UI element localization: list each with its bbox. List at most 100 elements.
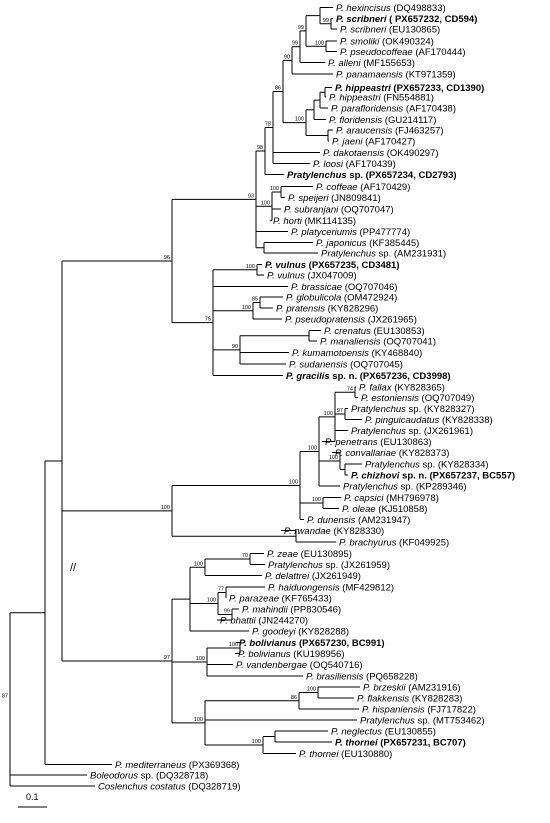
taxon-accession: (FN554881) [381,92,434,103]
taxon-name: P. dakotaensis [323,148,384,159]
taxon-label: P. coffeae (AF170429) [316,182,410,193]
taxon-name: P. bolivianus [239,638,296,649]
taxon-accession: (PX657230, BC991) [296,638,384,649]
taxon-label: Pratylenchus sp. (KY828334) [365,459,489,470]
taxon-label: P. zeae (EU130895) [267,549,352,560]
taxon-accession: (EU130880) [338,749,392,760]
taxon-accession: (PP477774) [357,227,410,238]
taxon-accession: sp. (PX657234, CD2793) [347,170,457,181]
support-value: 100 [196,656,205,662]
taxon-label: P. mediterraneus (PX369368) [115,760,239,771]
taxon-label: P. hispaniensis (FJ717822) [362,704,476,715]
taxon-accession: (PX657235, CD3481) [306,260,399,271]
taxon-label: P. oleae (KJ510858) [342,504,427,515]
taxon-accession: sp. n. (PX657237, BC557) [399,470,515,481]
taxon-label: P. dunensis (AM231947) [307,515,410,526]
taxon-accession: (OQ707046) [342,282,397,293]
taxon-label: P. hippeastri (FN554881) [329,92,434,103]
taxon-accession: (OQ540716) [307,660,362,671]
taxon-label: Pratylenchus sp. (KY828327) [351,404,475,415]
taxon-label: P. brzeskii (AM231916) [363,682,461,693]
taxon-accession: (OQ707045) [347,359,402,370]
taxon-label: Pratylenchus sp. (AM231931) [321,248,446,259]
taxon-accession: (AM231916) [406,682,461,693]
axis-break-mark: // [70,562,77,574]
taxon-name: P. japonicus [316,238,367,249]
taxon-accession: (KY828373) [396,448,449,459]
taxon-label: P. parazeae (KF765433) [229,593,332,604]
support-value: 100 [229,642,238,648]
taxon-name: P. thornei [299,749,339,760]
taxon-name: P. chizhovi [351,470,400,481]
taxon-accession: (KY828288) [296,626,349,637]
taxon-label: P. penetrans (EU130863) [325,437,432,448]
taxon-label: P. rwandae (KY828330) [284,526,384,537]
taxon-name: Coslenchus costatus [98,781,186,792]
taxon-name: P. mediterraneus [115,760,186,771]
taxon-label: P. pinguicaudatus (KY828338) [365,415,493,426]
taxon-label: P. pseudocoffeae (AF170444) [340,47,466,58]
taxon-label: P. bolivianus (KU198956) [238,649,345,660]
taxon-accession: (JX261949) [309,571,361,582]
taxon-accession: (JX047009) [305,270,357,281]
taxon-name: P. parafloridensis [331,103,403,114]
taxon-label: P. brassicae (OQ707046) [291,282,398,293]
taxon-accession: (AM231947) [355,515,410,526]
taxon-label: P. floridensis (GU214117) [329,115,436,126]
taxon-accession: (PX657231, BC707) [378,737,466,748]
taxon-accession: (OK490324) [379,36,433,47]
taxon-accession: sp. (JX261961) [406,426,473,437]
taxon-label: Coslenchus costatus (DQ328719) [98,781,241,792]
taxon-name: P. horti [273,216,303,227]
support-value: 100 [252,739,261,745]
taxon-label: P. alleni (MF155653) [328,58,415,69]
taxon-name: P. convallariae [335,448,396,459]
taxon-name: P. sudanensis [289,359,348,370]
taxon-name: P. pinguicaudatus [365,415,440,426]
taxon-name: P. vulnus [265,260,306,271]
support-value: 100 [246,264,255,270]
taxon-label: P. crenatus (EU130853) [324,326,425,337]
taxon-label: P. chizhovi sp. n. (PX657237, BC557) [351,470,515,481]
taxon-label: P. vulnus (JX047009) [267,270,357,281]
support-value: 99 [323,18,329,24]
taxon-name: P. pratensis [276,303,325,314]
support-value: 74 [347,386,353,392]
taxon-label: P. fallax (KY828365) [359,382,445,393]
taxon-label: P. bolivianus (PX657230, BC991) [239,638,385,649]
support-value: 100 [308,445,317,451]
taxon-label: P. thornei (PX657231, BC707) [335,737,466,748]
taxon-accession: (JX261965) [365,314,417,325]
support-value: 70 [242,553,248,559]
taxon-name: P. jaeni [332,136,363,147]
taxon-accession: (AF170439) [343,159,396,170]
taxon-name: Pratylenchus [351,404,406,415]
taxon-name: P. pseudocoffeae [340,47,413,58]
taxon-name: P. delattrei [265,571,310,582]
taxon-accession: (MF155653) [361,58,415,69]
taxon-accession: sp. n. (PX657236, CD3998) [330,371,451,382]
taxon-accession: (EU130853) [371,326,425,337]
taxon-name: P. smoliki [340,36,380,47]
taxon-accession: sp. (AM231931) [376,248,446,259]
support-value: 97 [164,655,170,661]
support-value: 85 [252,297,258,303]
taxon-accession: (KF765433) [279,593,332,604]
taxon-label: P. estoniensis (OQ707049) [361,393,474,404]
taxon-accession: (JN244270) [256,615,308,626]
taxon-label: P. flakkensis (KY828283) [357,693,462,704]
taxon-accession: (KY828283) [409,693,462,704]
taxon-accession: (MK114135) [302,216,356,227]
taxon-name: P. flakkensis [357,693,409,704]
taxon-name: P. globulicola [286,292,341,303]
support-value: 90 [284,54,290,60]
taxon-label: P. subranjani (OQ707047) [284,204,394,215]
taxon-name: P. penetrans [325,437,378,448]
taxon-name: P. speijeri [288,193,329,204]
taxon-accession: (PP830546) [288,604,341,615]
taxon-name: P. bolivianus [238,649,291,660]
taxon-accession: (KY468840) [369,348,422,359]
taxon-label: P. dakotaensis (OK490297) [323,148,439,159]
taxon-name: P. subranjani [284,204,339,215]
taxon-accession: (FJ717822) [425,704,476,715]
